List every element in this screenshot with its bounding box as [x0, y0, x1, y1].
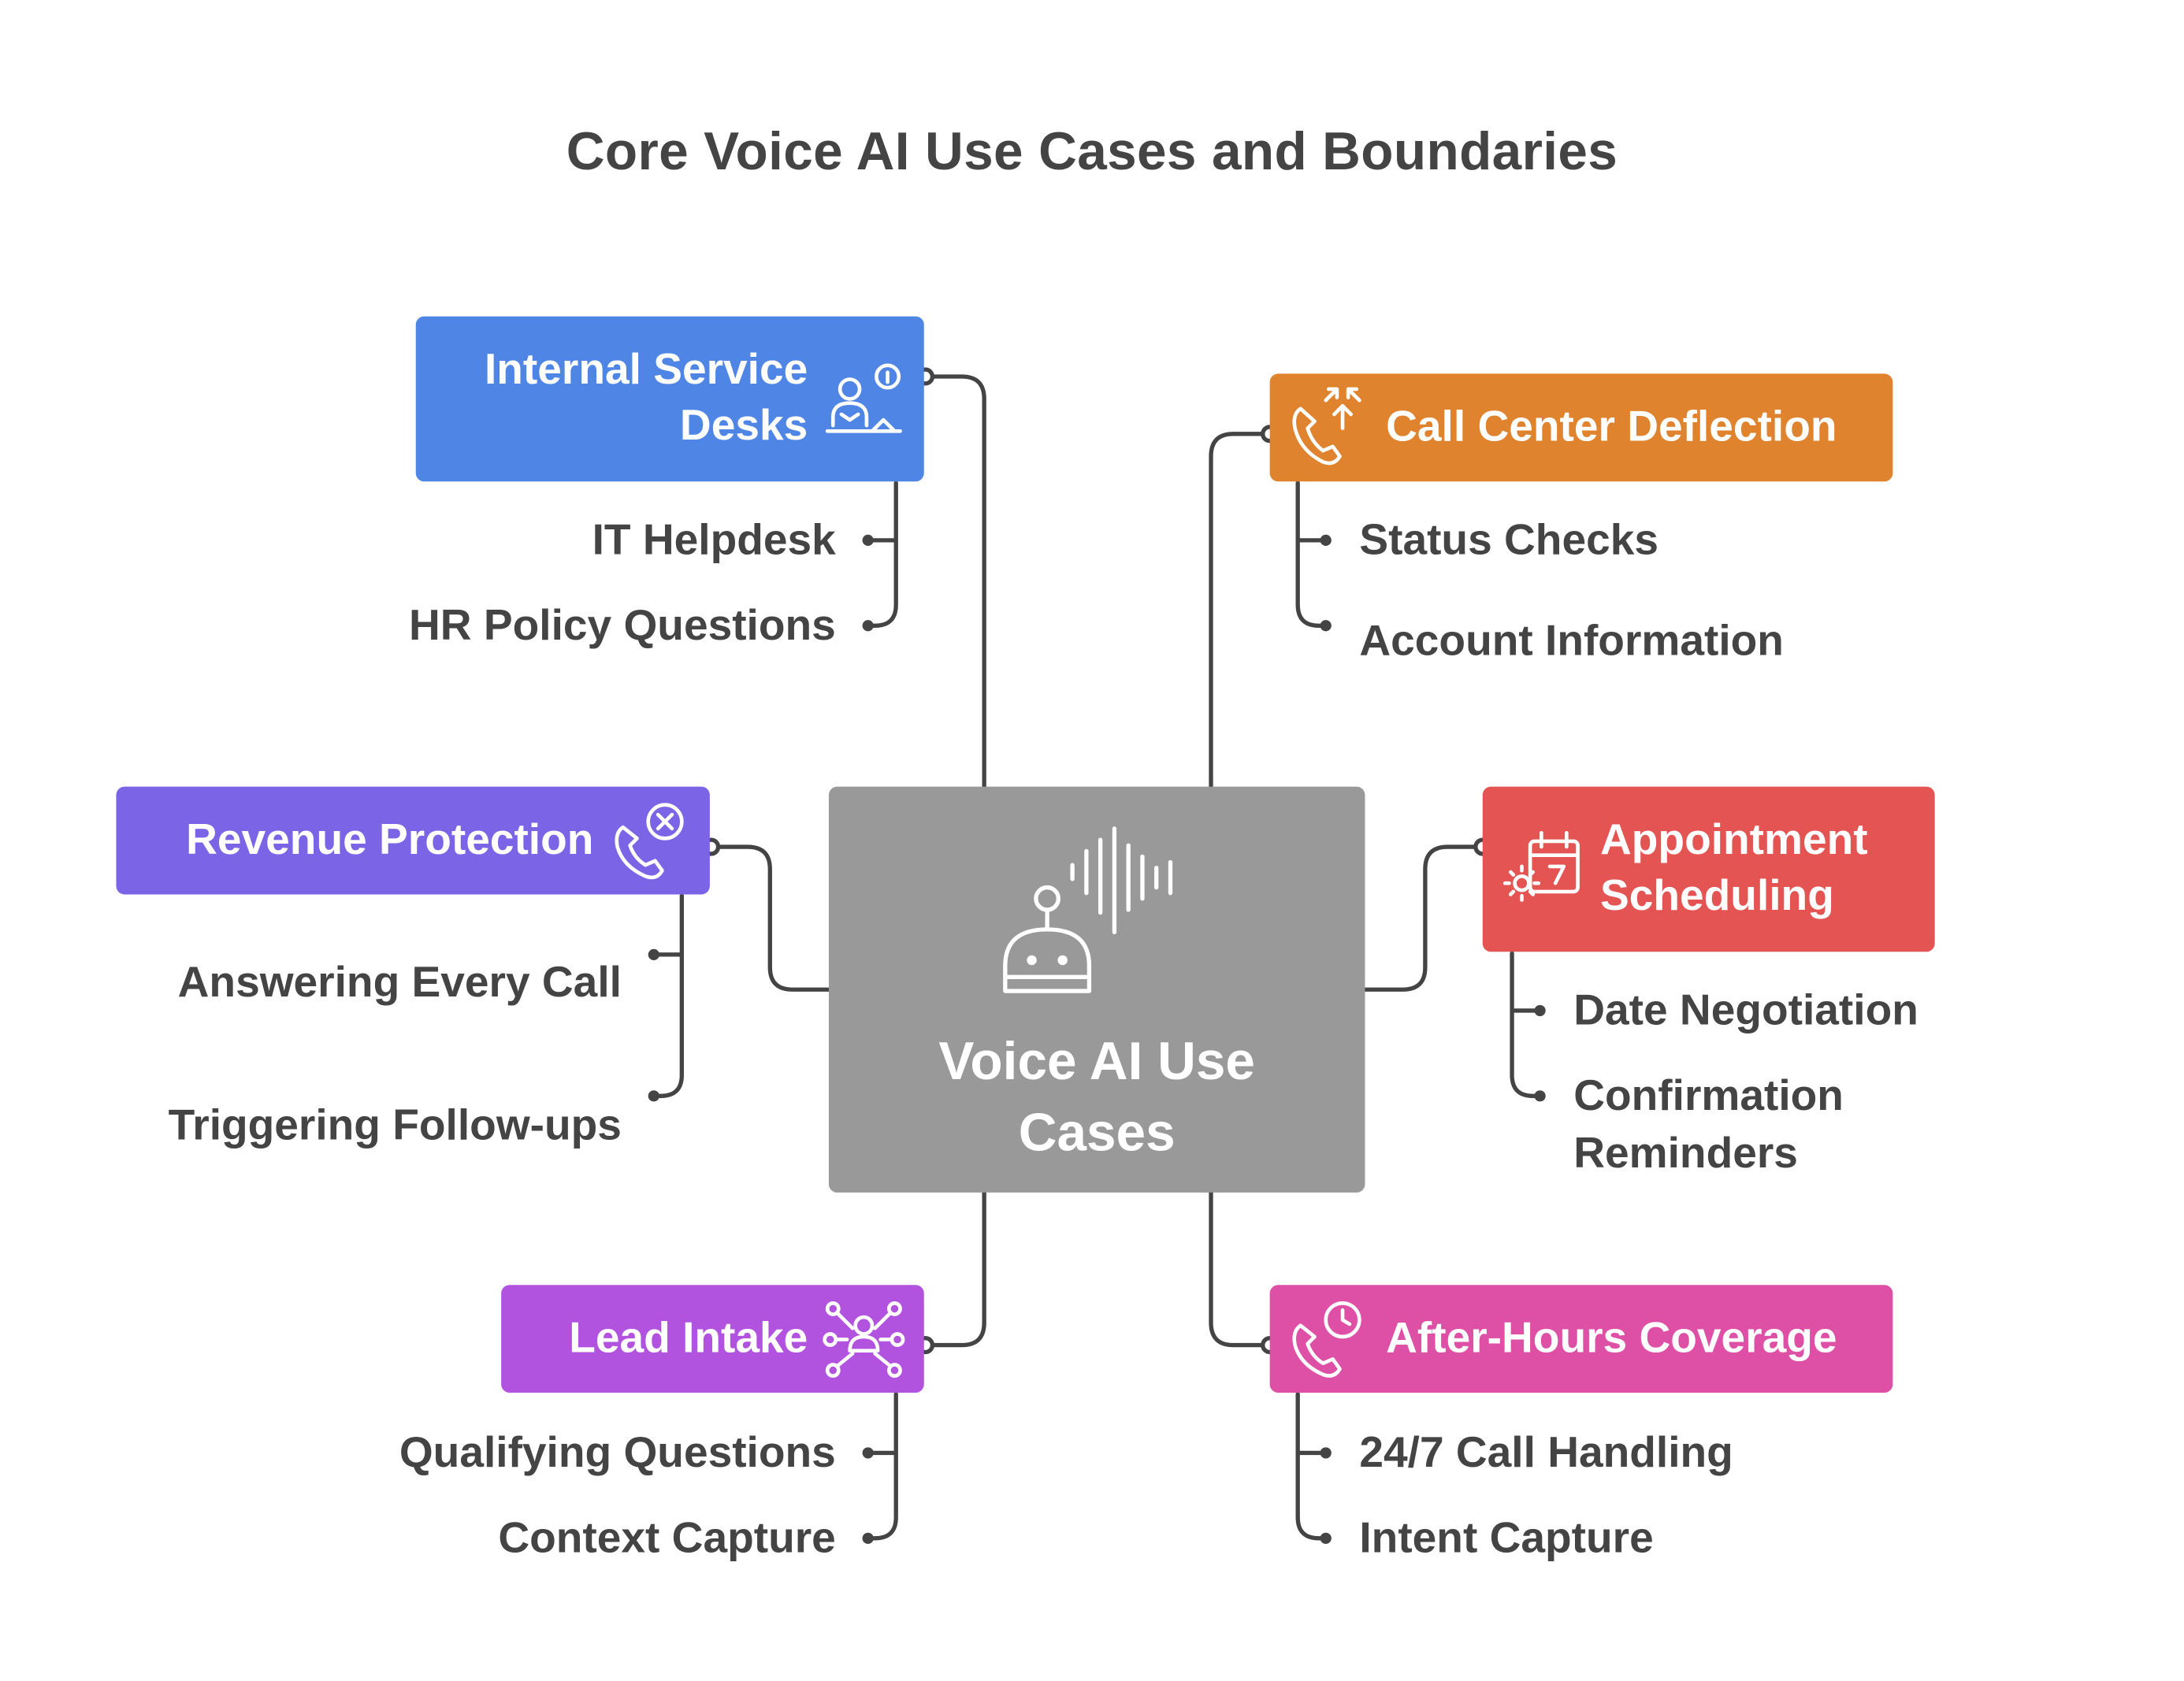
- bracket-revenue: [652, 893, 685, 1098]
- branch-label: Call Center Deflection: [1386, 401, 1837, 451]
- branch-label: After-Hours Coverage: [1386, 1312, 1837, 1362]
- voice-robot-icon: [997, 826, 1193, 1007]
- branch-revenue-protection: Revenue Protection: [116, 786, 710, 895]
- branch-label-line1: Internal Service: [484, 344, 808, 394]
- bullet-dot: [648, 1090, 659, 1102]
- bullet-dot: [1320, 620, 1332, 632]
- bracket-lead: [866, 1392, 898, 1541]
- bullet-dot: [862, 1447, 874, 1459]
- item-context-capture: Context Capture: [498, 1512, 836, 1563]
- item-account-information: Account Information: [1359, 615, 1784, 666]
- desk-agent-icon: [822, 358, 906, 443]
- bullet-dot: [1320, 534, 1332, 546]
- connector-afterhours: [1209, 1190, 1272, 1348]
- bullet-dot: [1534, 1090, 1546, 1102]
- item-answering-every-call: Answering Every Call: [177, 957, 622, 1007]
- calendar-gear-icon: [1499, 827, 1584, 911]
- branch-label: Internal Service Desks: [485, 342, 808, 454]
- item-qualifying-questions: Qualifying Questions: [399, 1427, 836, 1477]
- branch-label: Lead Intake: [569, 1312, 808, 1362]
- item-confirmation: Confirmation: [1573, 1071, 1844, 1120]
- item-reminders: Reminders: [1573, 1128, 1798, 1178]
- branch-label-line2: Desks: [679, 400, 808, 450]
- item-24-7-call-handling: 24/7 Call Handling: [1359, 1427, 1733, 1477]
- bullet-dot: [862, 534, 874, 546]
- branch-internal-service-desks: Internal Service Desks: [415, 316, 924, 482]
- item-intent-capture: Intent Capture: [1359, 1512, 1654, 1563]
- branch-label-line2: Scheduling: [1599, 870, 1834, 920]
- center-label-line1: Voice AI Use: [938, 1033, 1255, 1092]
- diagram-title: Core Voice AI Use Cases and Boundaries: [566, 123, 1618, 182]
- center-label-line2: Cases: [1018, 1104, 1176, 1163]
- bullet-dot: [648, 948, 659, 960]
- item-status-checks: Status Checks: [1359, 514, 1658, 565]
- branch-label: Revenue Protection: [186, 815, 594, 864]
- bracket-callcenter: [1295, 481, 1328, 628]
- connector-revenue: [708, 844, 831, 992]
- branch-label: Appointment Scheduling: [1600, 812, 1868, 924]
- network-people-icon: [822, 1297, 906, 1382]
- center-label: Voice AI Use Cases: [829, 1027, 1365, 1170]
- item-date-negotiation: Date Negotiation: [1573, 985, 1918, 1035]
- phone-missed-icon: [609, 800, 693, 884]
- bullet-dot: [862, 1532, 874, 1544]
- item-triggering-follow-ups: Triggering Follow-ups: [168, 1100, 622, 1149]
- connector-appointment: [1362, 844, 1485, 992]
- branch-after-hours-coverage: After-Hours Coverage: [1269, 1285, 1893, 1393]
- branch-call-center-deflection: Call Center Deflection: [1269, 373, 1893, 482]
- center-node: Voice AI Use Cases: [828, 786, 1365, 1193]
- phone-redirect-icon: [1287, 386, 1371, 470]
- bullet-dot: [1534, 1004, 1546, 1017]
- bullet-dot: [862, 620, 874, 632]
- item-it-helpdesk: IT Helpdesk: [592, 514, 836, 565]
- bracket-internal: [866, 481, 898, 628]
- bracket-afterhours: [1295, 1392, 1328, 1541]
- bullet-dot: [1320, 1447, 1332, 1459]
- connector-callcenter: [1209, 432, 1272, 789]
- item-confirmation-reminders: Confirmation Reminders: [1573, 1068, 1844, 1182]
- bracket-appointment: [1510, 951, 1543, 1098]
- phone-clock-icon: [1287, 1297, 1371, 1382]
- connector-internal: [923, 374, 986, 789]
- connector-lead: [923, 1190, 986, 1348]
- branch-lead-intake: Lead Intake: [501, 1285, 924, 1393]
- bullet-dot: [1320, 1532, 1332, 1544]
- item-hr-policy-questions: HR Policy Questions: [409, 600, 836, 650]
- branch-appointment-scheduling: Appointment Scheduling: [1482, 786, 1935, 952]
- branch-label-line1: Appointment: [1599, 815, 1868, 864]
